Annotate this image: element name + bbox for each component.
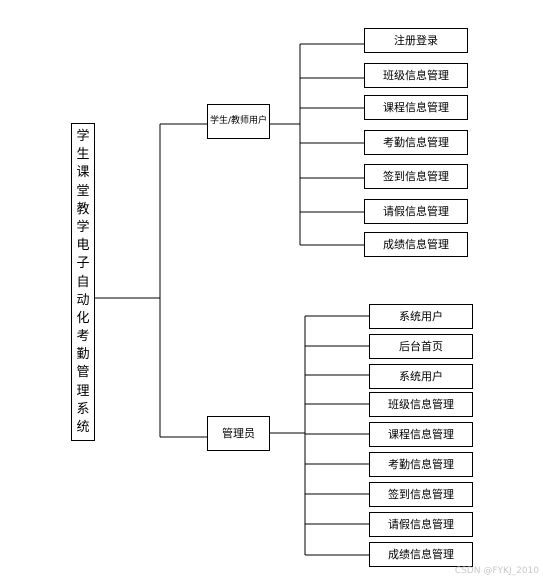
root-title-char: 统 [76,420,90,435]
module-label: 成绩信息管理 [388,548,454,561]
root-title-char: 课 [76,165,90,181]
module-label: 请假信息管理 [383,205,449,218]
module-label: 注册登录 [394,34,438,47]
root-title-char: 理 [76,383,90,399]
root-title-char: 教 [76,201,90,217]
module-label: 签到信息管理 [383,170,449,183]
module-node-leave-info: 请假信息管理 [364,199,468,224]
module-label: 请假信息管理 [388,518,454,531]
root-title-char: 子 [76,256,90,272]
module-label: 班级信息管理 [388,398,454,411]
module-label: 后台首页 [399,340,443,353]
watermark: CSDN @FYKJ_2010 [454,566,539,576]
module-label: 课程信息管理 [388,428,454,441]
role-node-admin: 管理员 [207,416,270,451]
module-node-attendance-info: 考勤信息管理 [369,452,473,477]
module-node-signin-info: 签到信息管理 [364,164,468,189]
module-node-class-info: 班级信息管理 [364,63,468,88]
role-label: 管理员 [222,427,255,440]
module-label: 签到信息管理 [388,488,454,501]
module-label: 系统用户 [399,370,443,383]
root-node: 学生课堂教学电子自动化考勤管理系统 [71,123,95,441]
module-node-course-info: 课程信息管理 [369,422,473,447]
root-title-char: 学 [76,129,90,144]
root-title-char: 化 [76,310,90,326]
module-node-admin-home: 后台首页 [369,334,473,359]
root-title-char: 生 [76,147,90,163]
module-node-attendance-info: 考勤信息管理 [364,130,468,155]
root-title-char: 管 [76,365,90,381]
root-title-char: 勤 [76,347,90,363]
module-label: 系统用户 [399,310,443,323]
module-node-grade-info: 成绩信息管理 [364,232,468,257]
module-node-system-users-2: 系统用户 [369,364,473,389]
module-label: 课程信息管理 [383,101,449,114]
module-node-signin-info: 签到信息管理 [369,482,473,507]
module-label: 考勤信息管理 [383,136,449,149]
module-node-class-info: 班级信息管理 [369,392,473,417]
root-title-char: 系 [76,401,90,417]
root-title-char: 电 [76,238,90,254]
root-title-char: 堂 [76,183,90,199]
root-title-char: 学 [76,219,90,235]
role-label: 学生/教师用户 [209,116,268,126]
module-node-grade-info: 成绩信息管理 [369,542,473,567]
role-node-student-teacher: 学生/教师用户 [207,104,270,139]
root-title-char: 自 [76,274,90,290]
root-title-char: 考 [76,329,90,345]
module-label: 考勤信息管理 [388,458,454,471]
module-node-course-info: 课程信息管理 [364,95,468,120]
module-label: 班级信息管理 [383,69,449,82]
module-node-system-users: 系统用户 [369,304,473,329]
module-node-register-login: 注册登录 [364,28,468,53]
root-title-char: 动 [76,292,90,308]
module-node-leave-info: 请假信息管理 [369,512,473,537]
module-label: 成绩信息管理 [383,238,449,251]
